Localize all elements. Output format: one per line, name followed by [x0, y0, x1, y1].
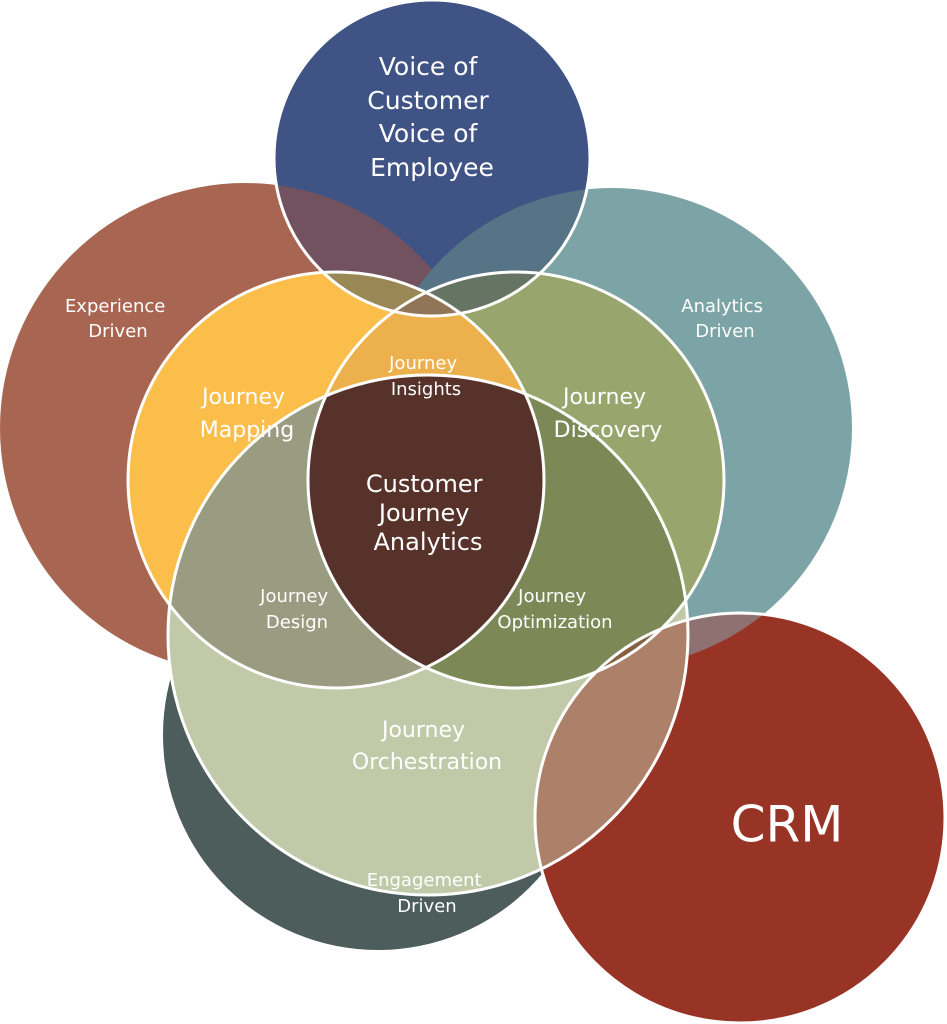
- journey-mapping-label: Journey Mapping: [200, 385, 294, 443]
- journey-optimization-label: Journey Optimization: [497, 586, 612, 633]
- crm-label: CRM: [731, 796, 844, 854]
- journey-discovery-label: Journey Discovery: [554, 385, 663, 443]
- orchestration-outline: [166, 373, 690, 897]
- journey-design-label: Journey Design: [259, 586, 334, 633]
- customer-journey-analytics-label: Customer Journey Analytics: [366, 470, 490, 556]
- discovery-outline: [306, 270, 726, 690]
- crm-outline: [533, 611, 947, 1024]
- journey-insights-label: Journey Insights: [388, 353, 463, 400]
- crm-orchestration-region: [535, 613, 688, 895]
- analytics-driven-label: Analytics Driven: [681, 296, 768, 342]
- experience-driven-label: Experience Driven: [65, 296, 171, 342]
- engagement-driven-label: Engagement Driven: [367, 870, 488, 917]
- mapping-outline: [126, 270, 546, 690]
- voice-label: Voice of Customer Voice of Employee: [367, 52, 496, 182]
- journey-orchestration-label: Journey Orchestration: [352, 718, 502, 775]
- voice-outline: [272, 0, 592, 318]
